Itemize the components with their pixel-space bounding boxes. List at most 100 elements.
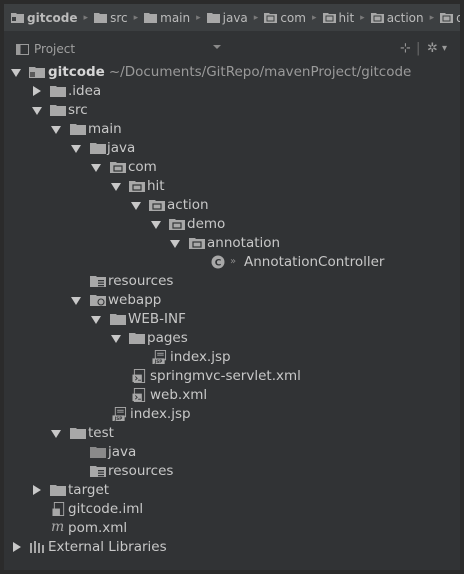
tree-label: demo xyxy=(187,216,226,232)
tree-label: pom.xml xyxy=(68,520,128,536)
expand-arrow-icon[interactable] xyxy=(33,86,41,96)
crumb-hit[interactable]: hit xyxy=(317,11,354,25)
tree-node-gitcode-iml[interactable]: gitcode.iml xyxy=(4,500,460,519)
collapse-icon[interactable]: ⊹ xyxy=(400,41,411,56)
expand-arrow-icon[interactable] xyxy=(33,485,41,495)
tree-node-annotation-controller[interactable]: C » AnnotationController xyxy=(4,253,460,272)
tree-node-web-xml[interactable]: web.xml xyxy=(4,386,460,405)
folder-icon xyxy=(129,333,145,344)
tree-node-target[interactable]: target xyxy=(4,481,460,500)
tree-node-action[interactable]: action xyxy=(4,196,460,215)
tree-node-main[interactable]: main xyxy=(4,120,460,139)
tree-node-test[interactable]: test xyxy=(4,424,460,443)
expand-arrow-icon[interactable] xyxy=(111,183,121,191)
chevron-right-icon: ▸ xyxy=(83,12,89,23)
tree-node-test-resources[interactable]: resources xyxy=(4,462,460,481)
expand-arrow-icon[interactable] xyxy=(91,316,101,324)
tree-label: hit xyxy=(147,178,165,194)
tree-label: src xyxy=(68,102,88,118)
resources-folder-icon xyxy=(90,466,106,477)
gear-icon[interactable]: ✲ xyxy=(427,41,438,56)
tree-node-annotation[interactable]: annotation xyxy=(4,234,460,253)
tree-label: web.xml xyxy=(150,387,208,403)
folder-icon xyxy=(144,13,158,23)
tree-node-pages[interactable]: pages xyxy=(4,329,460,348)
expand-arrow-icon[interactable] xyxy=(131,202,141,210)
tree-label: resources xyxy=(108,273,174,289)
iml-file-icon xyxy=(52,502,65,516)
chevron-right-icon: ▸ xyxy=(360,12,365,23)
tree-label: webapp xyxy=(108,292,162,308)
project-name: gitcode xyxy=(48,64,105,80)
expand-arrow-icon[interactable] xyxy=(71,145,81,153)
project-view-selector[interactable]: Project xyxy=(34,42,76,56)
chevron-right-icon: ▸ xyxy=(133,12,139,23)
tree-label: .idea xyxy=(68,83,102,99)
tree-label: gitcode~/Documents/GitRepo/mavenProject/… xyxy=(48,64,411,80)
tree-label: pages xyxy=(147,330,188,346)
tree-label: External Libraries xyxy=(48,539,167,555)
tree-node-gitcode[interactable]: gitcode~/Documents/GitRepo/mavenProject/… xyxy=(4,63,460,82)
tree-node-springmvc-servlet-xml[interactable]: springmvc-servlet.xml xyxy=(4,367,460,386)
chevron-down-icon[interactable] xyxy=(213,45,221,49)
package-icon xyxy=(149,200,165,211)
tree-node-resources[interactable]: resources xyxy=(4,272,460,291)
expand-arrow-icon[interactable] xyxy=(111,335,121,343)
crumb-gitcode[interactable]: gitcode xyxy=(4,11,78,25)
tree-node-pom-xml[interactable]: m pom.xml xyxy=(4,519,460,538)
crumb-label: demo xyxy=(456,10,460,25)
access-modifier-icon: » xyxy=(230,256,237,267)
tree-label: test xyxy=(88,425,114,441)
project-path: ~/Documents/GitRepo/mavenProject/gitcode xyxy=(108,64,412,80)
tree-node-web-inf[interactable]: WEB-INF xyxy=(4,310,460,329)
expand-arrow-icon[interactable] xyxy=(91,164,101,172)
tree-node-pages-index-jsp[interactable]: JSP index.jsp xyxy=(4,348,460,367)
expand-arrow-icon[interactable] xyxy=(51,430,61,438)
crumb-src[interactable]: src xyxy=(88,11,128,25)
tree-node-demo[interactable]: demo xyxy=(4,215,460,234)
crumb-com[interactable]: com xyxy=(258,11,306,25)
crumb-action[interactable]: action xyxy=(365,11,424,25)
tree-node-external-libraries[interactable]: External Libraries xyxy=(4,538,460,557)
folder-icon xyxy=(50,105,66,116)
expand-arrow-icon[interactable] xyxy=(32,107,42,115)
expand-arrow-icon[interactable] xyxy=(71,297,81,305)
tree-node-webapp-index-jsp[interactable]: JSP index.jsp xyxy=(4,405,460,424)
folder-icon xyxy=(70,428,86,439)
tree-node-hit[interactable]: hit xyxy=(4,177,460,196)
crumb-label: src xyxy=(110,10,128,25)
tree-node-test-java[interactable]: java xyxy=(4,443,460,462)
xml-file-icon xyxy=(132,369,146,383)
chevron-right-icon: ▸ xyxy=(253,12,259,23)
java-class-icon: C xyxy=(211,255,225,269)
tree-label: java xyxy=(107,140,136,156)
module-folder-icon xyxy=(11,13,24,23)
package-icon xyxy=(129,181,145,192)
expand-arrow-icon[interactable] xyxy=(170,240,180,248)
project-tool-window: gitcode ▸ src ▸ main ▸ java ▸ com ▸ hit … xyxy=(4,4,460,570)
tree-label: AnnotationController xyxy=(244,254,385,270)
breadcrumb: gitcode ▸ src ▸ main ▸ java ▸ com ▸ hit … xyxy=(4,4,460,31)
crumb-label: main xyxy=(160,10,191,25)
tree-node-idea[interactable]: .idea xyxy=(4,82,460,101)
tree-node-java[interactable]: java xyxy=(4,139,460,158)
expand-arrow-icon[interactable] xyxy=(13,542,21,552)
expand-arrow-icon[interactable] xyxy=(11,69,21,77)
package-icon xyxy=(322,13,336,23)
jsp-file-icon: JSP xyxy=(152,350,167,364)
crumb-java[interactable]: java xyxy=(201,11,248,25)
package-icon xyxy=(264,13,278,23)
chevron-down-icon[interactable]: ▾ xyxy=(442,43,448,54)
expand-arrow-icon[interactable] xyxy=(151,221,161,229)
expand-arrow-icon[interactable] xyxy=(51,126,61,134)
package-icon xyxy=(370,13,384,23)
tree-node-webapp[interactable]: webapp xyxy=(4,291,460,310)
tree-label: action xyxy=(167,197,209,213)
crumb-demo[interactable]: demo xyxy=(434,11,460,25)
tree-node-src[interactable]: src xyxy=(4,101,460,120)
project-view-header: Project ⊹ | ✲ ▾ xyxy=(4,37,460,61)
crumb-main[interactable]: main xyxy=(138,11,190,25)
tree-node-com[interactable]: com xyxy=(4,158,460,177)
folder-icon xyxy=(110,314,126,325)
folder-icon xyxy=(94,13,108,23)
